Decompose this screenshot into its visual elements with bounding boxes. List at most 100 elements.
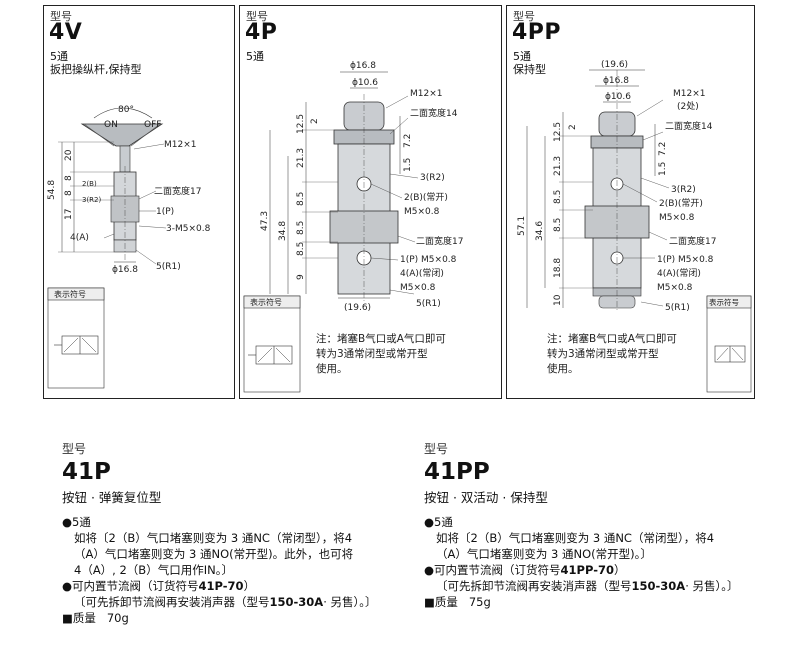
dim-12-5: 12.5 (296, 114, 306, 134)
dim-2: 2 (310, 118, 320, 124)
spec-type-label: 型号 (62, 442, 87, 456)
dim-34-8: 34.8 (278, 221, 288, 241)
dim-18-8: 18.8 (553, 258, 563, 278)
spec-model-code: 41PP (424, 459, 490, 485)
label-m12: M12×1 (673, 89, 705, 99)
dim-phi-16-8: ϕ16.8 (350, 61, 376, 71)
label-port-p: 1(P) M5×0.8 (400, 255, 457, 265)
dim-8-5: 8.5 (296, 192, 306, 206)
dim-8-5: 8.5 (296, 221, 306, 235)
spec-mass: ■质量 70g (62, 611, 129, 625)
label-port-b: 2(B)(常开) (404, 191, 448, 203)
label-port-p: 1(P) (156, 207, 174, 217)
spec-type-label: 型号 (424, 442, 449, 456)
dim-12-5: 12.5 (553, 122, 563, 142)
panel-note: 注：堵塞B气口或A气口即可 转为3通常闭型或常开型 使用。 (316, 333, 446, 375)
dim-8-5: 8.5 (296, 242, 306, 256)
dim-phi-10-6: ϕ10.6 (352, 78, 378, 88)
panel-model-code: 4P (245, 20, 278, 45)
label-port-r1: 5(R1) (156, 262, 181, 272)
drawing-panel-4p: 型号 4P 5通 ϕ16.8 ϕ10.6 M12 (239, 5, 502, 399)
label-port-r2: 3(R2) (420, 173, 445, 183)
panel-subtitle: 扳把操纵杆,保持型 (50, 63, 142, 76)
dim-8-5: 8.5 (553, 190, 563, 204)
drawing-panel-4v: 型号 4V 5通 扳把操纵杆,保持型 ON OFF 80° M12×1 二面宽 (43, 5, 235, 399)
spec-text-silencer: 〔可先拆卸节流阀再安装消声器（型号150-30A· 另售）。〕 (436, 579, 739, 593)
mass-value: 75g (468, 595, 491, 609)
panel-model-code: 4PP (512, 20, 562, 45)
label-port-a: 4(A)(常闭) (400, 267, 444, 279)
symbol-title: 表示符号 (709, 297, 739, 307)
label-port-r2: 3(R2) (82, 196, 102, 204)
label-angle: 80° (118, 105, 134, 115)
spec-bullet-5way: ●5通 (424, 515, 453, 529)
label-port-r1: 5(R1) (665, 303, 690, 313)
label-m5: M5×0.8 (659, 213, 695, 223)
label-port-b: 2(B)(常开) (659, 197, 703, 209)
dim-7-2: 7.2 (403, 134, 413, 148)
label-port-a: 4(A)(常闭) (657, 267, 701, 279)
label-flat-17: 二面宽度17 (416, 235, 463, 247)
spec-subtitle: 按钮 · 弹簧复位型 (62, 490, 162, 505)
symbol-title: 表示符号 (54, 289, 86, 299)
dim-21-3: 21.3 (296, 148, 306, 168)
label-port-r1: 5(R1) (416, 299, 441, 309)
spec-block-41p: 型号 41P 按钮 · 弹簧复位型 ●5通 如将〔2（B）气口堵塞则变为 3 通… (62, 440, 402, 626)
label-on: ON (104, 120, 118, 130)
label-off: OFF (144, 120, 161, 130)
label-port-p: 1(P) M5×0.8 (657, 255, 714, 265)
label-two-places: (2处) (677, 100, 699, 112)
order-code: 41P-70 (198, 579, 244, 593)
dim-1-5: 1.5 (403, 158, 413, 172)
silencer-model: 150-30A (269, 595, 324, 609)
valve-drawing-4p: ϕ16.8 ϕ10.6 M12×1 二面宽度14 3(R2) 2(B)(常开) … (243, 61, 463, 393)
symbol-title: 表示符号 (250, 297, 282, 307)
panel-type-label: 型号 (513, 10, 535, 23)
spec-model-code: 41P (62, 459, 111, 485)
dim-19-6: (19.6) (344, 303, 371, 313)
label-flat-14: 二面宽度14 (410, 107, 458, 119)
dim-2: 2 (568, 124, 578, 130)
dim-57-1: 57.1 (517, 216, 527, 236)
valve-drawing-4pp: (19.6) ϕ16.8 ϕ10.6 M12×1 (2处) 二面宽度14 3(R… (517, 60, 752, 393)
label-flat-17: 二面宽度17 (669, 235, 716, 247)
panel-type-label: 型号 (50, 10, 72, 23)
dim-1-5: 1.5 (658, 162, 668, 176)
label-m5: M5×0.8 (657, 283, 693, 293)
dim-phi-10-6: ϕ10.6 (605, 92, 631, 102)
label-port-a: 4(A) (70, 233, 89, 243)
label-m5: M5×0.8 (404, 207, 440, 217)
dim-8: 8 (64, 175, 74, 181)
dim-17: 17 (64, 209, 74, 220)
panel-subtitle: 5通 (246, 50, 264, 63)
drawing-panel-4pp: 型号 4PP 5通 保持型 ( (506, 5, 755, 399)
dim-9: 9 (296, 274, 306, 280)
label-m5: M5×0.8 (400, 283, 436, 293)
dim-19-6: (19.6) (601, 60, 628, 70)
panel-subtitle: 保持型 (513, 63, 546, 76)
dim-21-3: 21.3 (553, 156, 563, 176)
spec-text-line: （A）气口堵塞则变为 3 通NO(常开型)。〕 (436, 547, 652, 561)
dim-20: 20 (64, 149, 74, 161)
spec-text-line: （A）气口堵塞则变为 3 通NO(常开型)。此外，也可将 (74, 547, 354, 561)
dim-8: 8 (64, 190, 74, 196)
panel-type-label: 型号 (246, 10, 268, 23)
panel-note: 注：堵塞B气口或A气口即可 转为3通常闭型或常开型 使用。 (547, 333, 677, 375)
spec-subtitle: 按钮 · 双活动 · 保持型 (424, 490, 548, 505)
silencer-model: 150-30A (631, 579, 686, 593)
spec-text-line: 如将〔2（B）气口堵塞则变为 3 通NC（常闭型），将4 (436, 531, 715, 545)
dim-54-8: 54.8 (47, 180, 57, 200)
spec-bullet-5way: ●5通 (62, 515, 91, 529)
spec-block-41pp: 型号 41PP 按钮 · 双活动 · 保持型 ●5通 如将〔2（B）气口堵塞则变… (424, 440, 774, 610)
panel-model-code: 4V (49, 20, 83, 45)
dim-phi-16-8: ϕ16.8 (603, 76, 629, 86)
label-m5: 3-M5×0.8 (166, 224, 211, 234)
dim-47-3: 47.3 (260, 211, 270, 231)
spec-mass: ■质量 75g (424, 595, 491, 609)
label-port-r2: 3(R2) (671, 185, 696, 195)
mass-value: 70g (106, 611, 129, 625)
order-code: 41PP-70 (560, 563, 614, 577)
dim-34-6: 34.6 (535, 221, 545, 241)
label-flat-width: 二面宽度17 (154, 185, 201, 197)
spec-text-line: 如将〔2（B）气口堵塞则变为 3 通NC（常闭型），将4 (74, 531, 353, 545)
